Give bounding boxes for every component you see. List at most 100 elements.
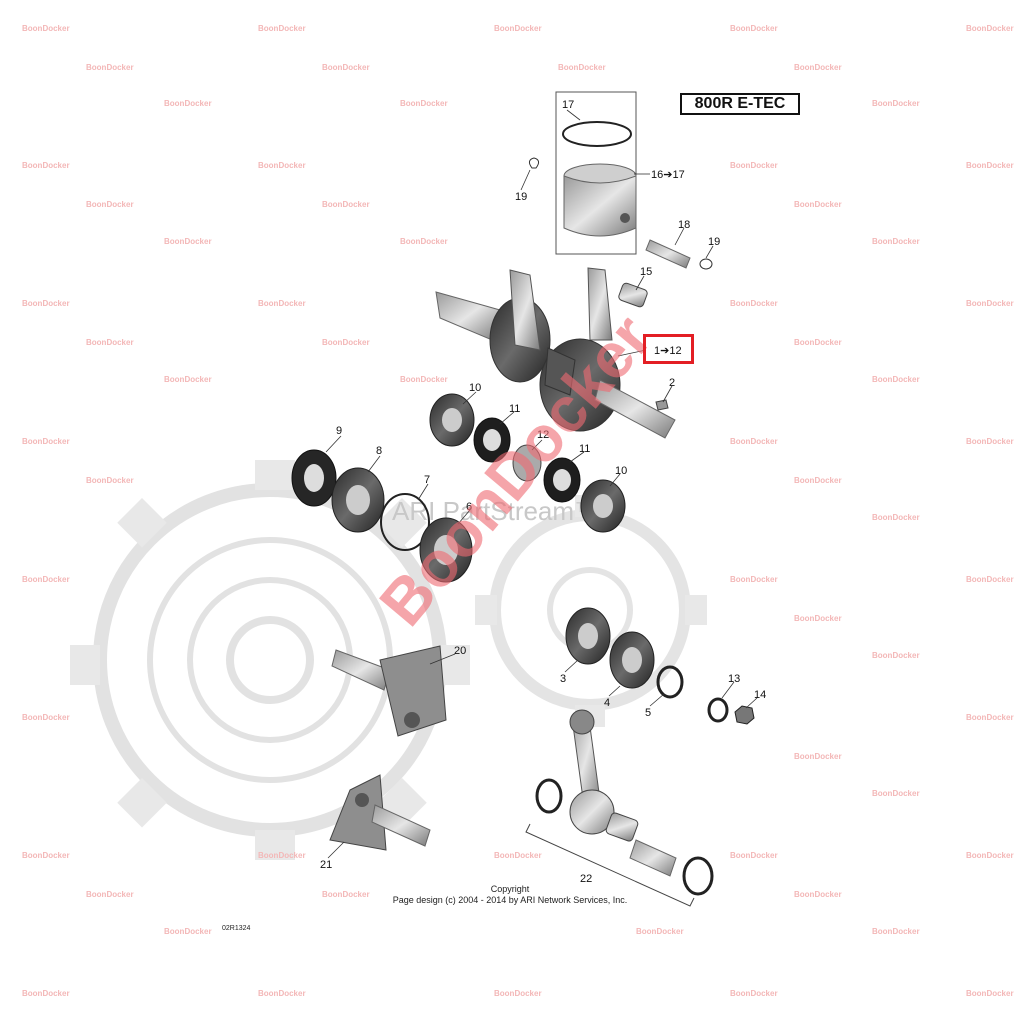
callout-3: 3 <box>560 673 566 685</box>
svg-text:BoonDocker: BoonDocker <box>794 200 842 209</box>
svg-text:BoonDocker: BoonDocker <box>730 575 778 584</box>
callout-8: 8 <box>376 445 382 457</box>
svg-text:BoonDocker: BoonDocker <box>164 237 212 246</box>
svg-text:BoonDocker: BoonDocker <box>400 237 448 246</box>
svg-text:BoonDocker: BoonDocker <box>966 713 1014 722</box>
svg-text:BoonDocker: BoonDocker <box>22 851 70 860</box>
gear-12 <box>512 444 542 482</box>
crank-pin <box>629 839 677 877</box>
thrust-washer-right <box>682 856 714 896</box>
svg-text:BoonDocker: BoonDocker <box>322 63 370 72</box>
bearing-row-upper <box>429 393 626 533</box>
svg-text:BoonDocker: BoonDocker <box>966 299 1014 308</box>
callout-11-upper: 11 <box>509 403 520 415</box>
svg-text:BoonDocker: BoonDocker <box>258 24 306 33</box>
svg-text:BoonDocker: BoonDocker <box>966 575 1014 584</box>
svg-text:BoonDocker: BoonDocker <box>164 99 212 108</box>
svg-text:BoonDocker: BoonDocker <box>636 927 684 936</box>
svg-text:BoonDocker: BoonDocker <box>730 851 778 860</box>
callout-18: 18 <box>678 219 690 231</box>
callout-12: 12 <box>537 429 549 441</box>
callout-7: 7 <box>424 474 430 486</box>
leader-lines <box>325 109 758 859</box>
svg-text:BoonDocker: BoonDocker <box>966 24 1014 33</box>
diagram-code: 02R1324 <box>222 925 251 932</box>
circlip-left <box>528 157 540 169</box>
key-2 <box>655 399 669 411</box>
connecting-rod-22 <box>525 709 714 907</box>
ari-gear-teeth-large <box>70 460 470 860</box>
svg-text:BoonDocker: BoonDocker <box>966 161 1014 170</box>
callout-10-lower: 10 <box>615 465 627 477</box>
washer-13 <box>707 697 729 723</box>
svg-text:BoonDocker: BoonDocker <box>258 299 306 308</box>
svg-text:BoonDocker: BoonDocker <box>872 513 920 522</box>
piston-group-frame <box>555 91 637 255</box>
svg-text:BoonDocker: BoonDocker <box>730 989 778 998</box>
svg-text:BoonDocker: BoonDocker <box>872 927 920 936</box>
svg-text:BoonDocker: BoonDocker <box>730 24 778 33</box>
svg-text:BoonDocker: BoonDocker <box>22 24 70 33</box>
svg-text:BoonDocker: BoonDocker <box>794 476 842 485</box>
circlip-right <box>699 258 713 270</box>
copyright-notice: Page design (c) 2004 - 2014 by ARI Netwo… <box>392 895 628 905</box>
svg-text:BoonDocker: BoonDocker <box>86 476 134 485</box>
crankshaft-assembly <box>435 267 676 439</box>
callout-5: 5 <box>645 707 651 719</box>
svg-text:BoonDocker: BoonDocker <box>558 63 606 72</box>
callout-11-lower: 11 <box>579 443 590 455</box>
svg-text:BoonDocker: BoonDocker <box>322 200 370 209</box>
svg-text:BoonDocker: BoonDocker <box>86 200 134 209</box>
piston-pin-hole <box>620 213 630 223</box>
callout-4: 4 <box>604 697 610 709</box>
callout-20: 20 <box>454 645 466 657</box>
o-ring-7 <box>380 493 430 551</box>
copyright-label: Copyright <box>490 884 530 894</box>
svg-text:BoonDocker: BoonDocker <box>872 375 920 384</box>
svg-text:BoonDocker: BoonDocker <box>494 851 542 860</box>
crank-half-20 <box>331 645 447 737</box>
model-title: 800R E-TEC <box>680 93 800 115</box>
callout-19-right: 19 <box>708 236 720 248</box>
callout-labels: 17 16➔17 19 18 19 15 2 10 11 12 11 10 9 … <box>320 99 766 885</box>
svg-text:BoonDocker: BoonDocker <box>22 299 70 308</box>
svg-text:BoonDocker: BoonDocker <box>872 99 920 108</box>
svg-text:BoonDocker: BoonDocker <box>730 437 778 446</box>
needle-bearing-22 <box>605 812 639 842</box>
bearing-row-lower <box>565 607 684 699</box>
svg-text:BoonDocker: BoonDocker <box>322 338 370 347</box>
svg-text:BoonDocker: BoonDocker <box>22 437 70 446</box>
callout-19-top: 19 <box>515 191 527 203</box>
svg-text:BoonDocker: BoonDocker <box>322 890 370 899</box>
svg-text:BoonDocker: BoonDocker <box>872 651 920 660</box>
highlighted-callout-1-12[interactable]: 1➔12 <box>643 334 694 364</box>
svg-text:BoonDocker: BoonDocker <box>872 237 920 246</box>
washer-nut <box>707 697 755 725</box>
svg-text:BoonDocker: BoonDocker <box>400 99 448 108</box>
svg-text:BoonDocker: BoonDocker <box>794 338 842 347</box>
svg-text:BoonDocker: BoonDocker <box>494 989 542 998</box>
needle-bearing-15 <box>618 282 648 308</box>
crank-half-21 <box>329 774 431 851</box>
callout-17: 17 <box>562 99 574 111</box>
svg-text:BoonDocker: BoonDocker <box>22 575 70 584</box>
callout-10-upper: 10 <box>469 382 481 394</box>
svg-text:BoonDocker: BoonDocker <box>164 375 212 384</box>
callout-6: 6 <box>466 501 472 513</box>
piston-ring <box>562 121 632 147</box>
svg-text:BoonDocker: BoonDocker <box>22 989 70 998</box>
svg-text:BoonDocker: BoonDocker <box>966 989 1014 998</box>
bracket-22 <box>525 823 695 907</box>
svg-text:BoonDocker: BoonDocker <box>730 161 778 170</box>
washer-5 <box>656 665 684 699</box>
callout-15: 15 <box>640 266 652 278</box>
callout-21: 21 <box>320 859 332 871</box>
callout-9: 9 <box>336 425 342 437</box>
svg-text:BoonDocker: BoonDocker <box>966 437 1014 446</box>
svg-text:BoonDocker: BoonDocker <box>400 375 448 384</box>
svg-text:BoonDocker: BoonDocker <box>258 989 306 998</box>
bearing-row-left <box>291 449 473 583</box>
svg-text:BoonDocker: BoonDocker <box>794 63 842 72</box>
